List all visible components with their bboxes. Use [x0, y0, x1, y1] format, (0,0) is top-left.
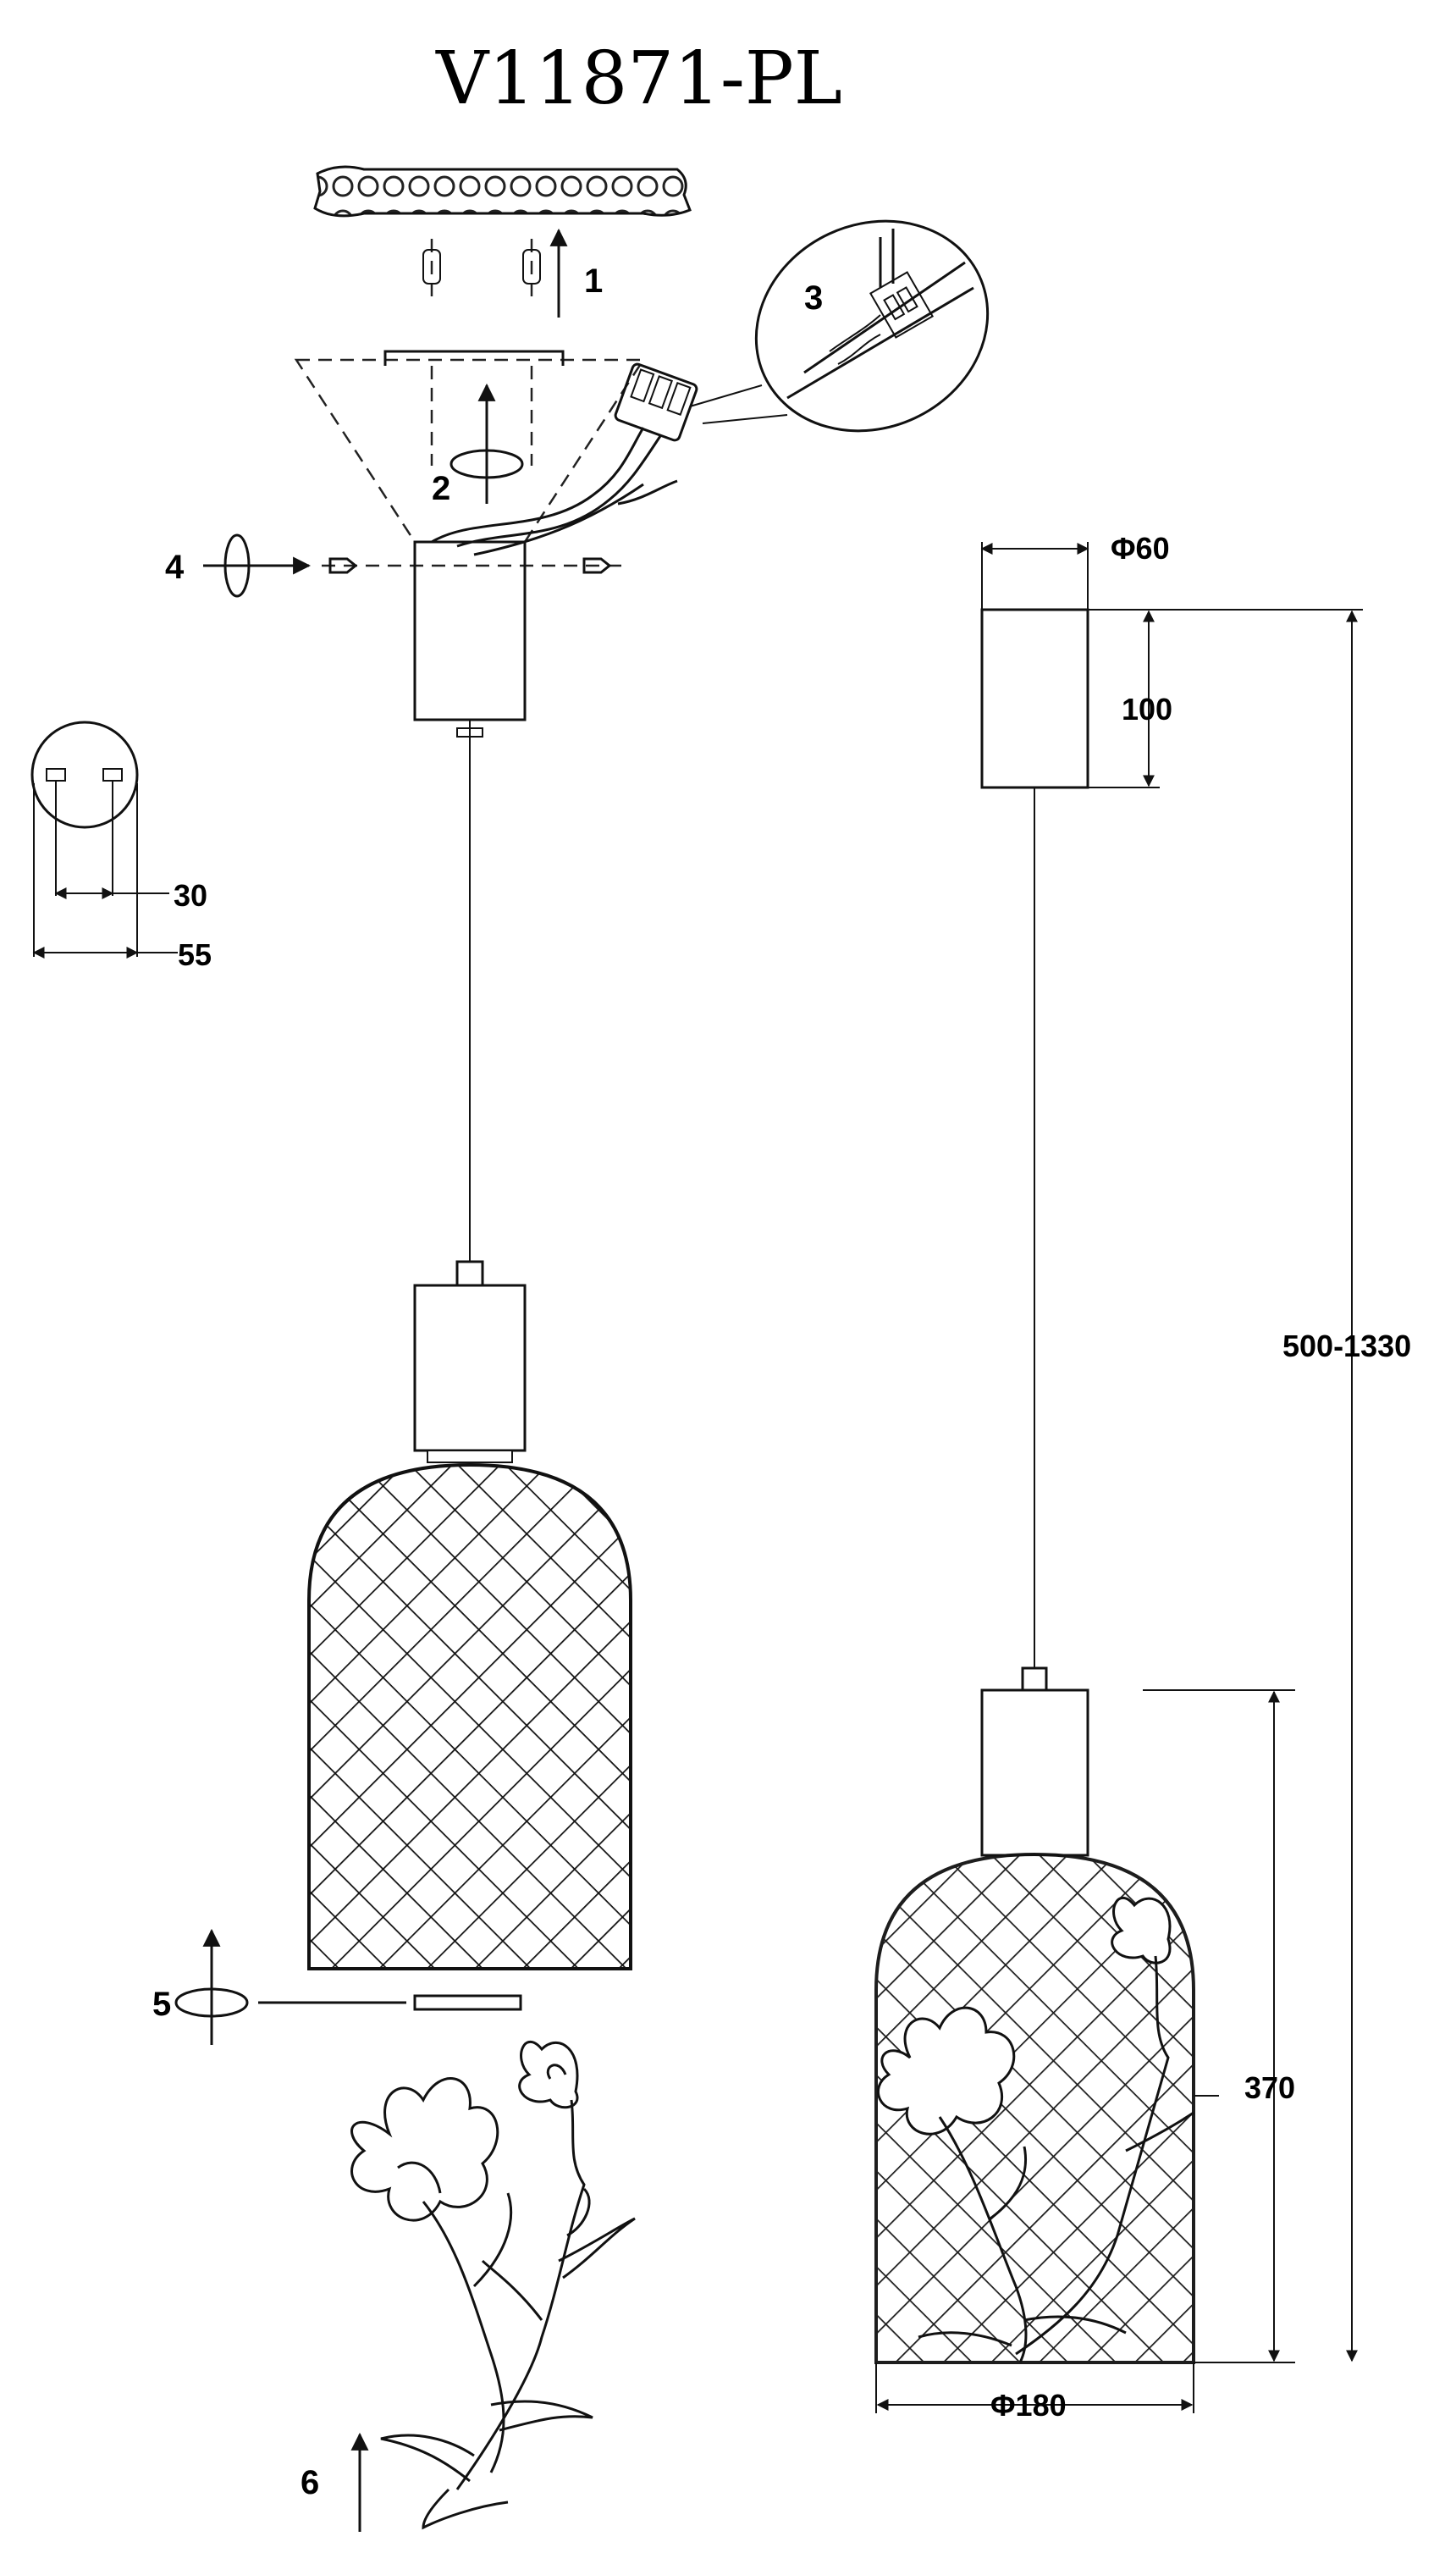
shade-height-label: 370 — [1244, 2070, 1295, 2105]
step-2-label: 2 — [432, 470, 450, 507]
step-5-label: 5 — [152, 1986, 171, 2023]
bracket-detail — [30, 721, 178, 959]
lamp-holder-left — [413, 1260, 527, 1463]
canopy-left — [413, 540, 527, 721]
canopy-right — [980, 608, 1089, 789]
flower-decoration — [350, 2041, 636, 2530]
bracket-width-label: 55 — [178, 937, 212, 972]
shade-diameter-label: Φ180 — [990, 2388, 1067, 2423]
bracket-spacing-label: 30 — [174, 878, 207, 913]
step-4-arrow — [203, 533, 626, 598]
canopy-diameter-dimension — [980, 542, 1089, 610]
wiring-detail — [754, 219, 990, 433]
step-6-label: 6 — [301, 2464, 319, 2501]
lamp-holder-right — [980, 1666, 1089, 1857]
step-4-label: 4 — [165, 549, 185, 586]
total-height-label: 500-1330 — [1282, 1329, 1411, 1363]
total-height-dimension — [1088, 609, 1363, 2362]
canopy-height-label: 100 — [1122, 692, 1172, 727]
supply-wires — [431, 427, 678, 556]
mesh-shade-right — [874, 1852, 1195, 2364]
canopy-diameter-label: Φ60 — [1111, 531, 1170, 566]
flower-on-shade — [876, 1897, 1194, 2363]
terminal-block — [614, 362, 698, 442]
diagram-title: V11871-PL — [435, 36, 842, 121]
step-2-arrow — [449, 383, 524, 504]
mounting-screws — [422, 239, 541, 296]
step-3-label: 3 — [804, 279, 823, 317]
canopy-projection — [294, 350, 646, 544]
shade-diameter-dimension — [875, 2362, 1194, 2413]
mesh-shade-left — [307, 1462, 632, 1970]
step-1-label: 1 — [584, 262, 603, 300]
ceiling-plate — [313, 165, 692, 218]
shade-height-dimension — [1143, 1689, 1295, 2363]
detail-callout-lines — [689, 384, 788, 424]
step-5-arrow — [174, 1928, 522, 2045]
